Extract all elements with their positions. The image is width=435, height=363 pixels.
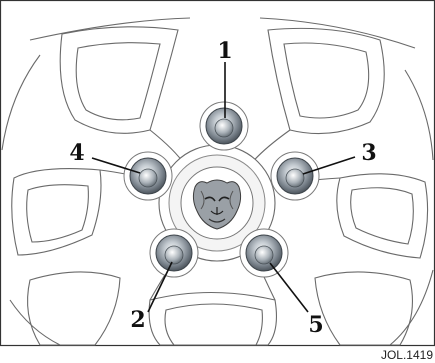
lug-nut-lower-right bbox=[240, 229, 288, 277]
lug-nut-right bbox=[271, 152, 319, 200]
lug-nut-top bbox=[200, 102, 248, 150]
callout-2: 2 bbox=[130, 307, 145, 333]
figure-reference-code: JOL.1419 bbox=[381, 348, 433, 362]
lug-nut-left bbox=[124, 152, 172, 200]
callout-3: 3 bbox=[361, 140, 376, 166]
lug-nut-lower-left bbox=[150, 229, 198, 277]
callout-1: 1 bbox=[217, 38, 232, 64]
callout-4: 4 bbox=[69, 140, 84, 166]
callout-5: 5 bbox=[308, 312, 323, 338]
